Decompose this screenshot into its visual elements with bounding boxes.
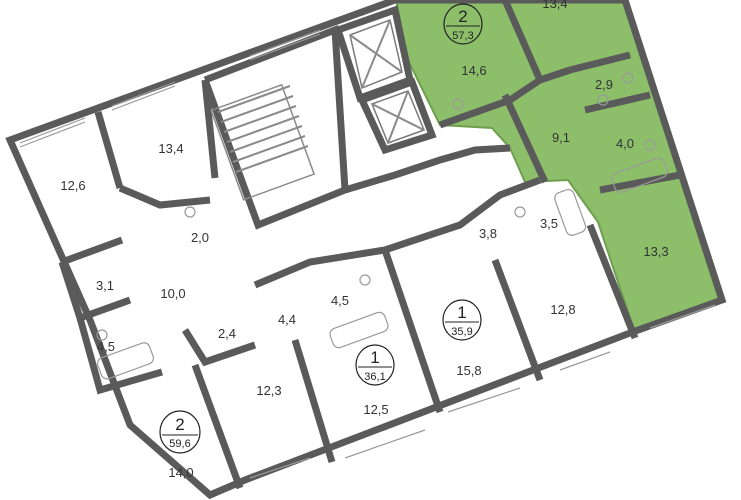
room-area-label: 4,5 xyxy=(331,293,349,308)
room-area-label: 12,5 xyxy=(363,402,388,417)
apartment-area: 59,6 xyxy=(169,438,190,450)
interior-walls xyxy=(58,0,681,490)
room-area-label: 12,3 xyxy=(256,383,281,398)
room-area-label: 4,4 xyxy=(278,312,296,327)
room-area-label: 2,4 xyxy=(218,326,236,341)
elevator-shaft-wall-2 xyxy=(358,77,437,155)
wall-left-corridor xyxy=(118,184,211,209)
wall-4-0-bottom xyxy=(599,171,681,194)
apartment-badge-apt-2-left[interactable]: 2 59,6 xyxy=(159,410,201,454)
room-area-label: 14,0 xyxy=(168,465,193,480)
wall-corridor-top xyxy=(343,144,511,194)
room-area-label: 2,9 xyxy=(595,77,613,92)
room-area-label: 3,1 xyxy=(96,278,114,293)
room-area-label: 4,0 xyxy=(616,136,634,151)
apartment-number: 2 xyxy=(175,415,184,434)
wall-36-1-right xyxy=(381,248,444,414)
wall-12-3-right xyxy=(291,338,336,464)
room-area-label: 10,0 xyxy=(160,286,185,301)
room-labels: 13,4 14,6 2,9 9,1 4,0 13,3 13,4 12,6 2,0… xyxy=(60,0,668,480)
wall-wet-zone xyxy=(569,51,631,74)
wall-12-6-13-4 xyxy=(94,111,124,189)
room-area-label: 4,5 xyxy=(97,339,115,354)
wall-13-4-top-right xyxy=(501,0,572,85)
fixtures xyxy=(96,72,668,380)
apartment-area: 57,3 xyxy=(452,30,473,42)
highlighted-apartment[interactable] xyxy=(394,0,724,335)
wall-2-4 xyxy=(182,328,257,367)
room-area-label: 13,4 xyxy=(542,0,567,11)
apartment-number: 2 xyxy=(458,7,467,26)
wall-bath-left xyxy=(76,317,163,395)
elevators xyxy=(349,18,425,144)
wall-15-8-right xyxy=(491,258,544,382)
room-area-label: 14,6 xyxy=(461,63,486,78)
apartment-badge-apt-2-top[interactable]: 2 57,3 xyxy=(443,3,483,45)
room-area-label: 3,8 xyxy=(479,226,497,241)
apartment-area: 36,1 xyxy=(364,371,385,383)
wall-12-3-left xyxy=(191,363,244,490)
room-area-label: 12,8 xyxy=(550,302,575,317)
windows xyxy=(19,29,716,479)
wall-12-8-right xyxy=(586,223,639,340)
apartment-badge-apt-1-mid[interactable]: 1 36,1 xyxy=(355,344,395,386)
room-area-label: 3,5 xyxy=(540,216,558,231)
room-area-label: 13,4 xyxy=(158,141,183,156)
wall-12-6-bottom xyxy=(60,236,124,266)
wall-corridor-bottom xyxy=(253,176,542,289)
room-area-label: 9,1 xyxy=(552,130,570,145)
apartment-number: 1 xyxy=(370,348,379,367)
room-area-label: 13,3 xyxy=(643,244,668,259)
apartment-highlight-fill xyxy=(394,0,724,335)
apartment-badge-apt-1-right[interactable]: 1 35,9 xyxy=(442,299,482,341)
staircase xyxy=(210,83,316,201)
wall-9-1-left xyxy=(501,93,549,184)
apartment-number: 1 xyxy=(457,303,466,322)
wall-2-9-bottom xyxy=(584,91,651,114)
wall-13-4-core xyxy=(201,79,219,179)
room-area-label: 15,8 xyxy=(456,363,481,378)
room-area-label: 12,6 xyxy=(60,178,85,193)
apartment-area: 35,9 xyxy=(451,326,472,338)
room-area-label: 2,0 xyxy=(191,230,209,245)
